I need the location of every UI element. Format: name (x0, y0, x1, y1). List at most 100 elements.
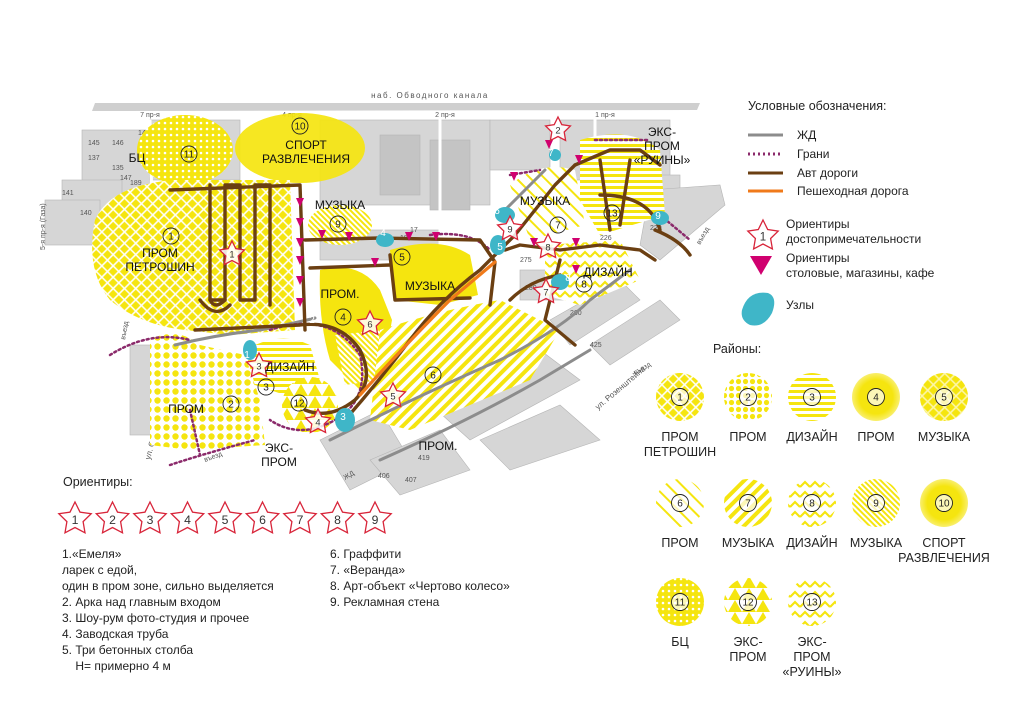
entry-label-2: въезд (696, 226, 711, 246)
svg-text:140: 140 (80, 210, 92, 217)
svg-text:ПРОМ: ПРОМ (729, 430, 766, 444)
svg-text:МУЗЫКА: МУЗЫКА (405, 279, 455, 293)
svg-text:МУЗЫКА: МУЗЫКА (315, 198, 365, 212)
node-number-5: 5 (497, 242, 503, 253)
node-number-8: 8 (565, 273, 571, 284)
district-area-12 (282, 377, 338, 433)
legend-item-landmarks-2: достопримечательности (786, 232, 921, 246)
svg-text:9: 9 (507, 224, 512, 235)
svg-text:2: 2 (745, 393, 751, 404)
svg-text:«РУИНЫ»: «РУИНЫ» (634, 153, 691, 167)
svg-text:2: 2 (109, 513, 116, 527)
svg-text:ПРОМ: ПРОМ (729, 650, 766, 664)
svg-text:13: 13 (606, 209, 618, 220)
district-area-8 (545, 240, 640, 305)
node-number-9: 9 (655, 211, 661, 222)
svg-text:145: 145 (88, 140, 100, 147)
svg-text:ПРОМ: ПРОМ (261, 455, 297, 469)
svg-text:ЭКС-: ЭКС- (648, 125, 676, 139)
svg-text:6: 6 (367, 319, 372, 330)
svg-text:3: 3 (256, 361, 261, 372)
svg-text:12: 12 (293, 399, 305, 410)
gas-street-label: 5-я пр-я (Газа) (40, 203, 47, 250)
svg-text:1: 1 (229, 249, 234, 260)
legend: Условные обозначения: ЖД Грани Авт дорог… (741, 99, 935, 326)
legend-item-borders: Грани (797, 147, 830, 161)
svg-text:10: 10 (294, 122, 306, 133)
svg-text:17: 17 (410, 227, 418, 234)
line-label-2: 2 пр-я (435, 112, 455, 119)
svg-text:11: 11 (184, 150, 195, 161)
zhd-label: ЖД (343, 470, 356, 482)
svg-text:189: 189 (130, 180, 142, 187)
district-area-1 (92, 180, 295, 335)
legend-item-nodes: Узлы (786, 298, 814, 312)
svg-text:ПЕТРОШИН: ПЕТРОШИН (644, 445, 716, 459)
node-number-1: 1 (244, 350, 250, 361)
svg-text:ПРОМ: ПРОМ (661, 536, 698, 550)
svg-text:БЦ: БЦ (129, 151, 146, 165)
svg-text:3: 3 (263, 383, 269, 394)
map-network (108, 138, 692, 467)
svg-text:БЦ: БЦ (671, 635, 689, 649)
svg-text:9: 9 (873, 499, 879, 510)
node-icon (741, 292, 775, 326)
map-district-label-11: 11 БЦ (129, 145, 198, 165)
district-area-9 (308, 205, 372, 245)
svg-text:ДИЗАЙН: ДИЗАЙН (786, 429, 837, 444)
map-district-labels: 1ПРОМПЕТРОШИН2ПРОМ3ДИЗАЙН4ПРОМ.5МУЗЫКА6П… (125, 117, 691, 469)
svg-text:3: 3 (809, 393, 815, 404)
svg-text:9: 9 (372, 513, 379, 527)
svg-text:419: 419 (418, 455, 430, 462)
node-number-7: 7 (548, 148, 554, 159)
landmarks-list-right: 6. Граффити 7. «Веранда» 8. Арт-объект «… (330, 547, 510, 609)
svg-text:ДИЗАЙН: ДИЗАЙН (583, 264, 632, 279)
districts-legend: 1ПРОМПЕТРОШИН2ПРОМ3ДИЗАЙН4ПРОМ5МУЗЫКА6ПР… (644, 373, 990, 679)
node-number-2: 2 (309, 315, 315, 326)
legend-item-roads: Авт дороги (797, 166, 858, 180)
svg-text:«РУИНЫ»: «РУИНЫ» (783, 665, 842, 679)
node-number-4: 4 (380, 228, 386, 239)
svg-text:12: 12 (742, 598, 754, 609)
map-landmark-star-5: 5 (379, 381, 407, 408)
legend-item-landmarks-1: Ориентиры (786, 217, 850, 231)
svg-text:4: 4 (340, 313, 346, 324)
district-area-2 (150, 333, 265, 450)
svg-text:ПРОМ: ПРОМ (142, 246, 178, 260)
line-label-1: 1 пр-я (595, 112, 615, 119)
svg-text:11: 11 (675, 598, 686, 609)
map-landmark-star-4: 4 (304, 407, 332, 434)
svg-text:7: 7 (543, 287, 548, 298)
svg-text:СПОРТ: СПОРТ (285, 138, 327, 152)
svg-text:ПРОМ: ПРОМ (661, 430, 698, 444)
svg-text:275: 275 (520, 257, 532, 264)
svg-text:280: 280 (525, 285, 537, 292)
svg-text:8: 8 (581, 280, 587, 291)
landmark-star-1: 1 (57, 500, 93, 534)
svg-text:5: 5 (399, 253, 405, 264)
svg-text:137: 137 (88, 155, 100, 162)
landmark-star-8: 8 (319, 500, 356, 534)
landmarks-list-left: 1.«Емеля» ларек с едой, один в пром зоне… (62, 547, 274, 673)
svg-text:ПРОМ.: ПРОМ. (418, 439, 457, 453)
svg-text:7: 7 (745, 499, 751, 510)
svg-text:4: 4 (184, 513, 191, 527)
